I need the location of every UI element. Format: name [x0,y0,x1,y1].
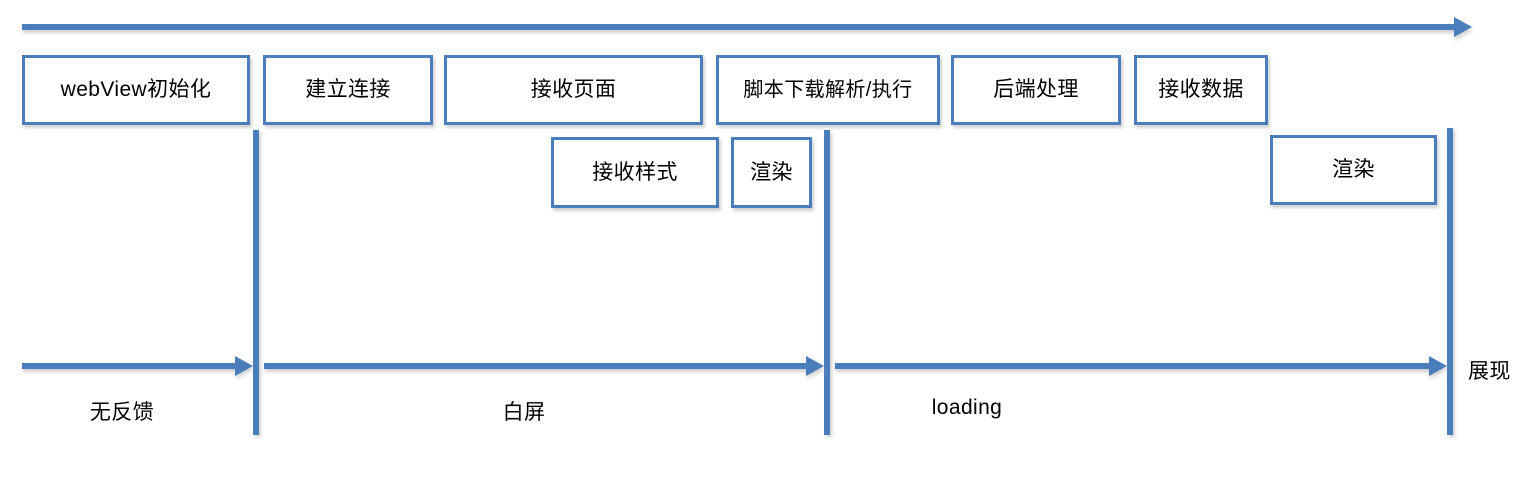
stage-label: 脚本下载解析/执行 [743,79,913,101]
stage-label: 接收页面 [530,78,617,102]
phase-arrow-white-screen-head [806,356,824,376]
phase-arrow-no-feedback-head [235,356,253,376]
phase-label-white-screen: 白屏 [502,401,546,424]
phase-arrow-no-feedback-shaft [22,363,235,369]
stage-box-establish-conn[interactable]: 建立连接 [263,55,433,125]
top-timeline-arrow-shaft [22,24,1454,30]
phase-arrow-white-screen-shaft [264,363,806,369]
phase-arrow-white-screen [264,356,824,376]
phase-divider-no-feedback-end [253,130,259,435]
stage-box-render-second[interactable]: 渲染 [1270,135,1437,205]
stage-label: 渲染 [1332,158,1375,182]
top-timeline-arrow-head [1454,17,1472,37]
phase-arrow-loading-shaft [835,363,1429,369]
stage-label: 建立连接 [305,78,391,102]
phase-divider-white-screen-end [824,130,830,435]
stage-box-script-exec[interactable]: 脚本下载解析/执行 [716,55,940,125]
phase-arrow-no-feedback [22,356,253,376]
phase-divider-loading-end [1447,128,1453,435]
stage-box-render-first[interactable]: 渲染 [731,137,812,208]
stage-box-webview-init[interactable]: webView初始化 [22,55,250,125]
stage-label: 渲染 [750,160,793,184]
stage-box-receive-data[interactable]: 接收数据 [1134,55,1268,125]
stage-box-receive-style[interactable]: 接收样式 [551,137,719,208]
stage-label: webView初始化 [60,78,212,102]
stage-label: 接收数据 [1158,78,1244,102]
phase-label-no-feedback: 无反馈 [89,401,155,424]
phase-arrow-loading [835,356,1447,376]
stage-label: 接收样式 [592,160,678,184]
top-timeline-arrow [22,17,1472,37]
phase-label-loading: loading [931,396,1003,419]
phase-arrow-loading-head [1429,356,1447,376]
stage-box-receive-page[interactable]: 接收页面 [444,55,703,125]
stage-label: 后端处理 [993,78,1079,102]
stage-box-backend-process[interactable]: 后端处理 [951,55,1121,125]
end-state-label: 展现 [1468,360,1511,383]
